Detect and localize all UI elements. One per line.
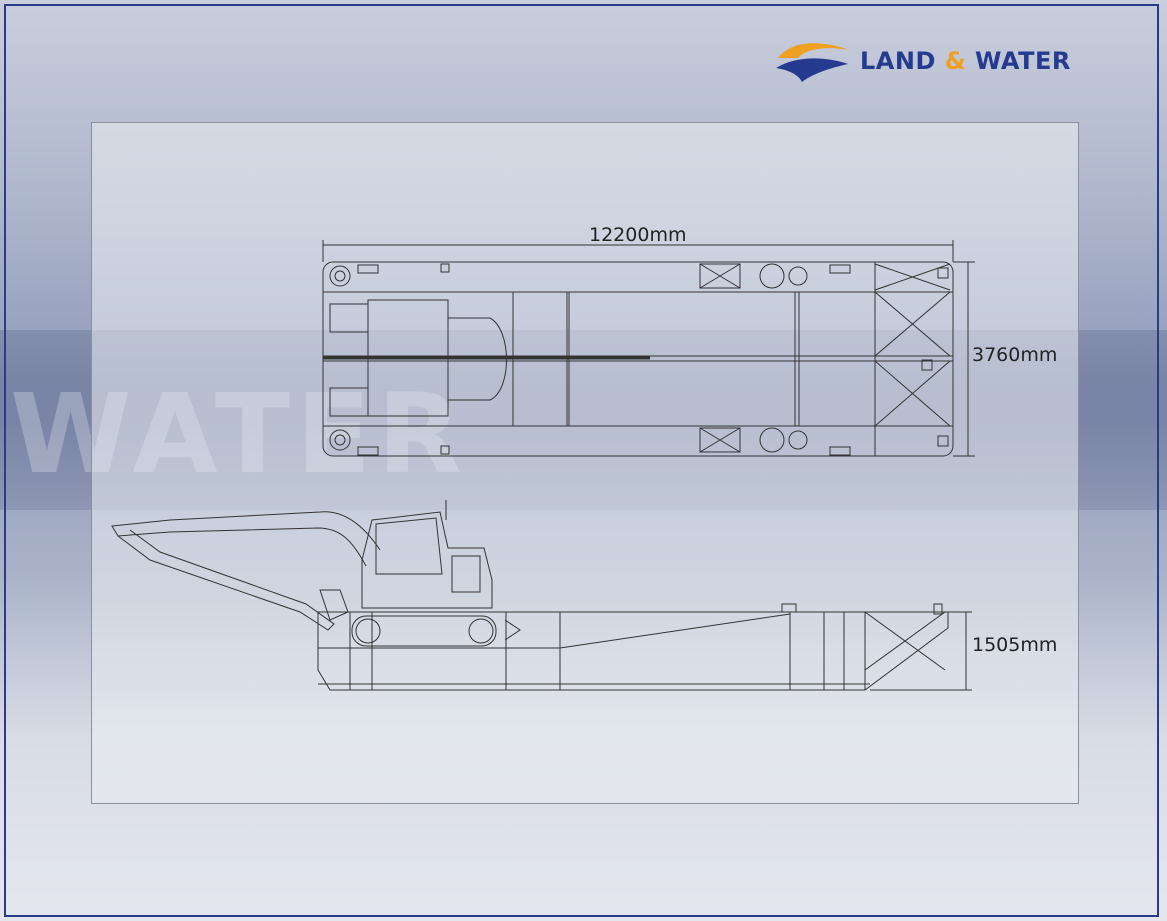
dimension-lines-top (322, 240, 975, 457)
width-dimension-label: 3760mm (972, 344, 1058, 366)
dimension-lines-side (870, 611, 972, 691)
brand-name-land: LAND (860, 47, 936, 75)
side-view-excavator (111, 500, 521, 647)
height-dimension-label: 1505mm (972, 634, 1058, 656)
brand-name-water: WATER (975, 47, 1071, 75)
length-dimension-label: 12200mm (589, 224, 687, 246)
page-frame (4, 4, 1159, 917)
brand-logo-mark (776, 43, 850, 82)
brand-logo: LAND & WATER (772, 38, 1071, 84)
top-view-pontoon (322, 261, 954, 457)
brand-logo-text: LAND & WATER (860, 47, 1071, 75)
brand-ampersand: & (944, 47, 967, 75)
side-view-pontoon (317, 603, 949, 691)
